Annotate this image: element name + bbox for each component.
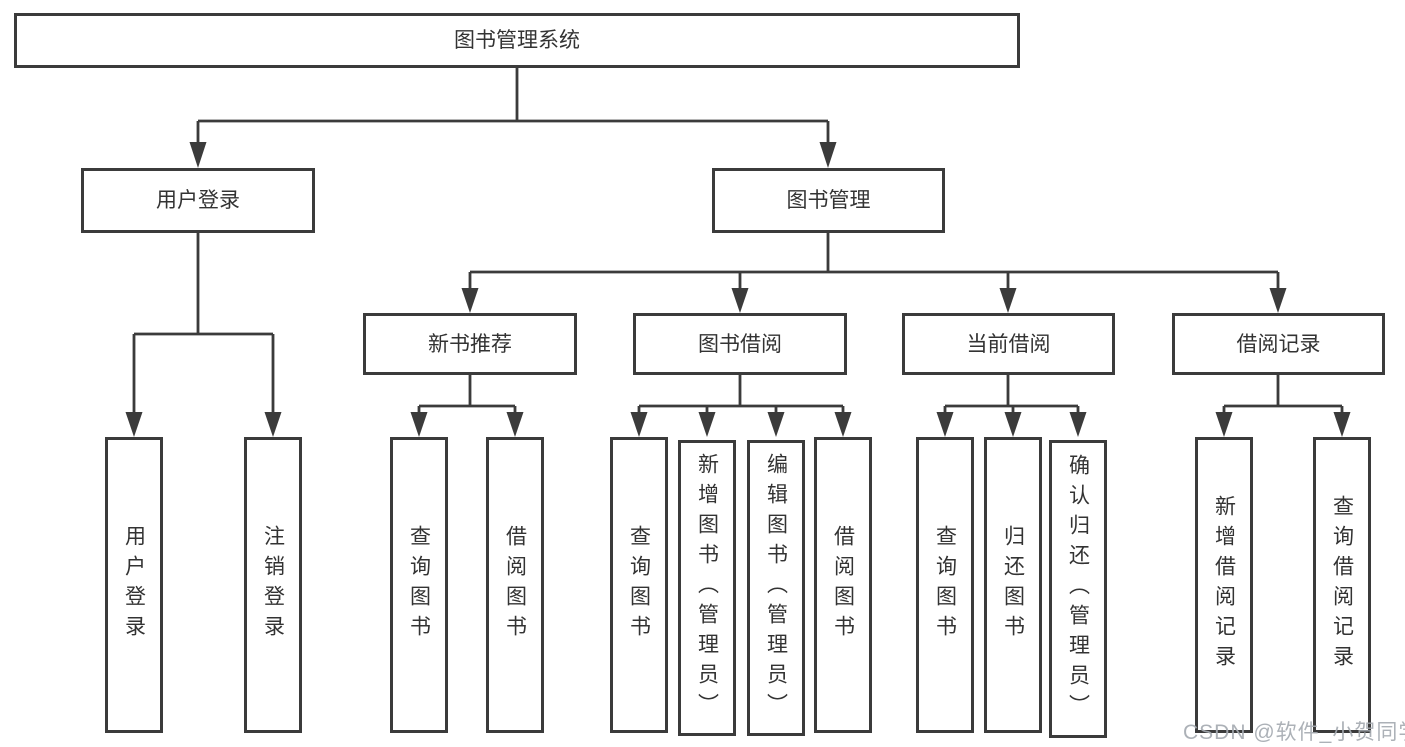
leaf-nbr-query-books: 查询图书 <box>390 437 448 733</box>
leaf-br-add-record-label: 新增借阅记录 <box>1212 495 1236 675</box>
leaf-user-login: 用户登录 <box>105 437 163 733</box>
node-user-login: 用户登录 <box>81 168 315 233</box>
leaf-nbr-borrow-books: 借阅图书 <box>486 437 544 733</box>
leaf-bb-query-books: 查询图书 <box>610 437 668 733</box>
leaf-cb-confirm-return-admin: 确认归还（管理员） <box>1049 440 1107 738</box>
node-book-management: 图书管理 <box>712 168 945 233</box>
leaf-cb-query-books: 查询图书 <box>916 437 974 733</box>
node-book-management-label: 图书管理 <box>786 189 871 212</box>
leaf-bb-add-books-admin-label: 新增图书（管理员） <box>695 453 719 723</box>
node-book-borrow: 图书借阅 <box>633 313 847 375</box>
leaf-nbr-borrow-books-label: 借阅图书 <box>503 525 527 645</box>
arrowheads <box>125 142 1351 437</box>
leaf-br-add-record: 新增借阅记录 <box>1195 437 1253 733</box>
leaf-cb-confirm-return-admin-label: 确认归还（管理员） <box>1066 454 1090 724</box>
node-current-borrow-label: 当前借阅 <box>966 332 1051 356</box>
node-new-book-recommend: 新书推荐 <box>363 313 577 375</box>
node-root-label: 图书管理系统 <box>454 29 580 52</box>
node-current-borrow: 当前借阅 <box>902 313 1115 375</box>
leaf-bb-query-books-label: 查询图书 <box>627 525 651 645</box>
leaf-nbr-query-books-label: 查询图书 <box>407 525 431 645</box>
leaf-bb-edit-books-admin-label: 编辑图书（管理员） <box>764 453 788 723</box>
leaf-cb-return-books-label: 归还图书 <box>1001 525 1025 645</box>
leaf-cb-return-books: 归还图书 <box>984 437 1042 733</box>
leaf-logout: 注销登录 <box>244 437 302 733</box>
csdn-watermark: CSDN @软件_小贺同学 <box>1183 721 1405 744</box>
node-borrow-record-label: 借阅记录 <box>1236 332 1321 356</box>
leaf-bb-edit-books-admin: 编辑图书（管理员） <box>747 440 805 736</box>
leaf-br-query-record: 查询借阅记录 <box>1313 437 1371 733</box>
leaf-bb-add-books-admin: 新增图书（管理员） <box>678 440 736 736</box>
node-new-book-recommend-label: 新书推荐 <box>428 332 512 356</box>
node-root: 图书管理系统 <box>14 13 1020 68</box>
node-book-borrow-label: 图书借阅 <box>698 332 782 356</box>
node-user-login-label: 用户登录 <box>156 189 240 212</box>
node-borrow-record: 借阅记录 <box>1172 313 1385 375</box>
leaf-bb-borrow-books-label: 借阅图书 <box>831 525 855 645</box>
leaf-bb-borrow-books: 借阅图书 <box>814 437 872 733</box>
leaf-logout-label: 注销登录 <box>261 525 285 645</box>
leaf-br-query-record-label: 查询借阅记录 <box>1330 495 1354 675</box>
leaf-cb-query-books-label: 查询图书 <box>933 525 957 645</box>
leaf-user-login-label: 用户登录 <box>122 525 146 645</box>
